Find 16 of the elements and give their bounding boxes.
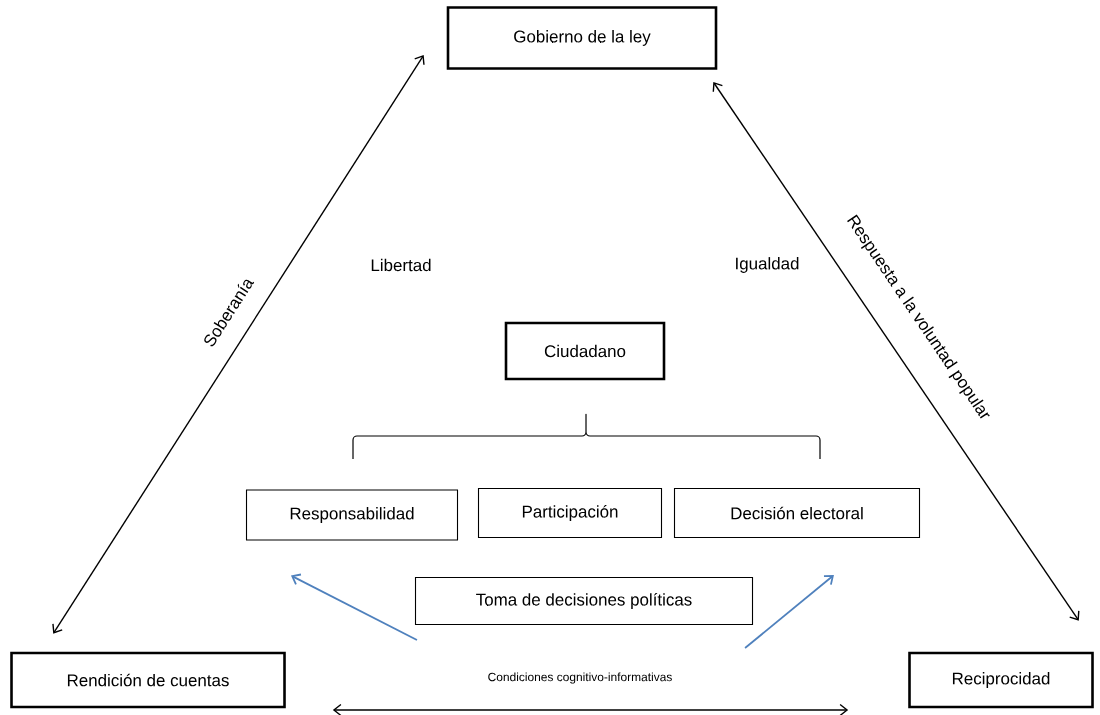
arrow xyxy=(712,82,1080,621)
process-box: Ciudadano xyxy=(504,321,666,381)
arrow xyxy=(332,703,849,715)
arrow xyxy=(52,55,425,634)
label-text: Igualdad xyxy=(736,257,799,273)
arrow xyxy=(744,575,834,649)
label-text: Libertad xyxy=(371,258,431,272)
edge-label: Condiciones cognitivo-informativas xyxy=(488,672,672,684)
process-box: Toma de decisiones políticas xyxy=(414,576,754,626)
process-box: Participación xyxy=(477,487,663,539)
process-box: Reciprocidad xyxy=(908,651,1094,709)
process-box: Responsabilidad xyxy=(245,489,459,541)
process-box: Rendición de cuentas xyxy=(10,651,286,709)
process-box: Decisión electoral xyxy=(673,487,921,539)
arrow xyxy=(290,573,418,641)
process-box: Gobierno de la ley xyxy=(446,6,718,70)
